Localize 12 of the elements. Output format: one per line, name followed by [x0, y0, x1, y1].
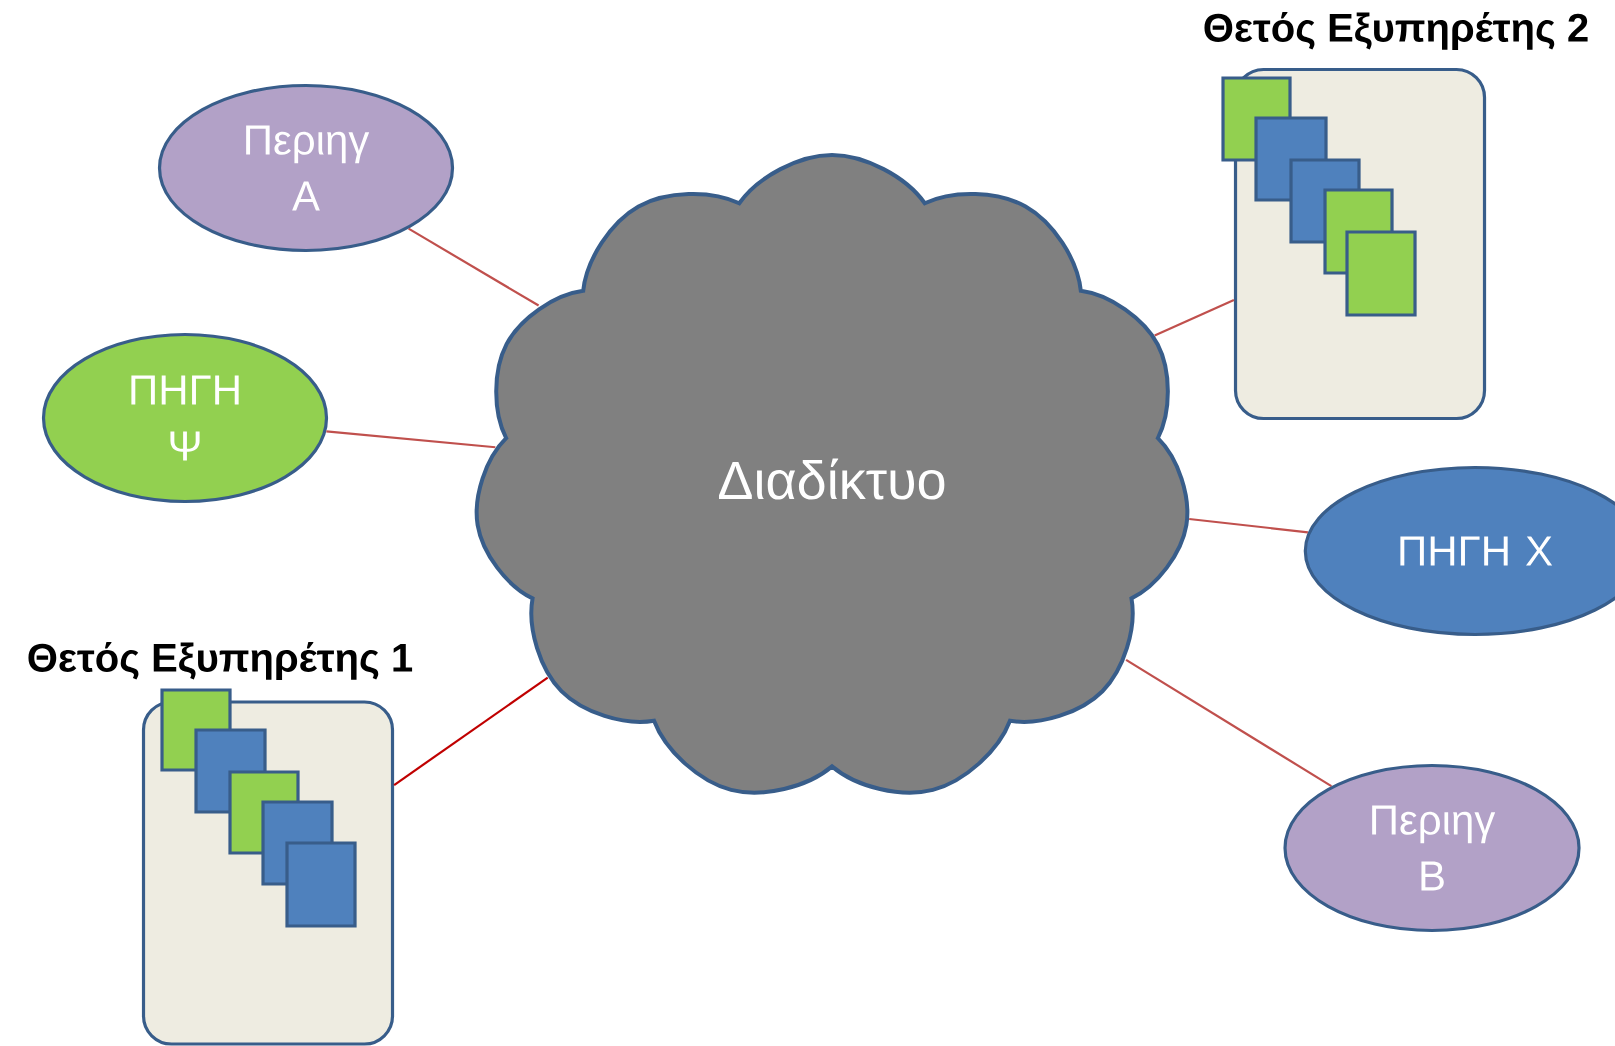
- connector-line: [408, 227, 540, 307]
- ellipse-node: Περιηγ Β: [1283, 763, 1581, 933]
- ellipse-node: ΠΗΓΗ Ψ: [41, 332, 329, 504]
- ellipse-node: ΠΗΓΗ Χ: [1303, 465, 1615, 637]
- server-title: Θετός Εξυπηρέτης 1: [28, 642, 413, 680]
- server-title: Θετός Εξυπηρέτης 2: [1204, 12, 1588, 50]
- connector-line: [1154, 299, 1235, 337]
- connector-line: [393, 676, 549, 786]
- connector-line: [326, 430, 496, 449]
- connector-line: [1189, 517, 1309, 534]
- ellipse-node: Περιηγ Α: [157, 83, 455, 253]
- connector-line: [1125, 658, 1332, 788]
